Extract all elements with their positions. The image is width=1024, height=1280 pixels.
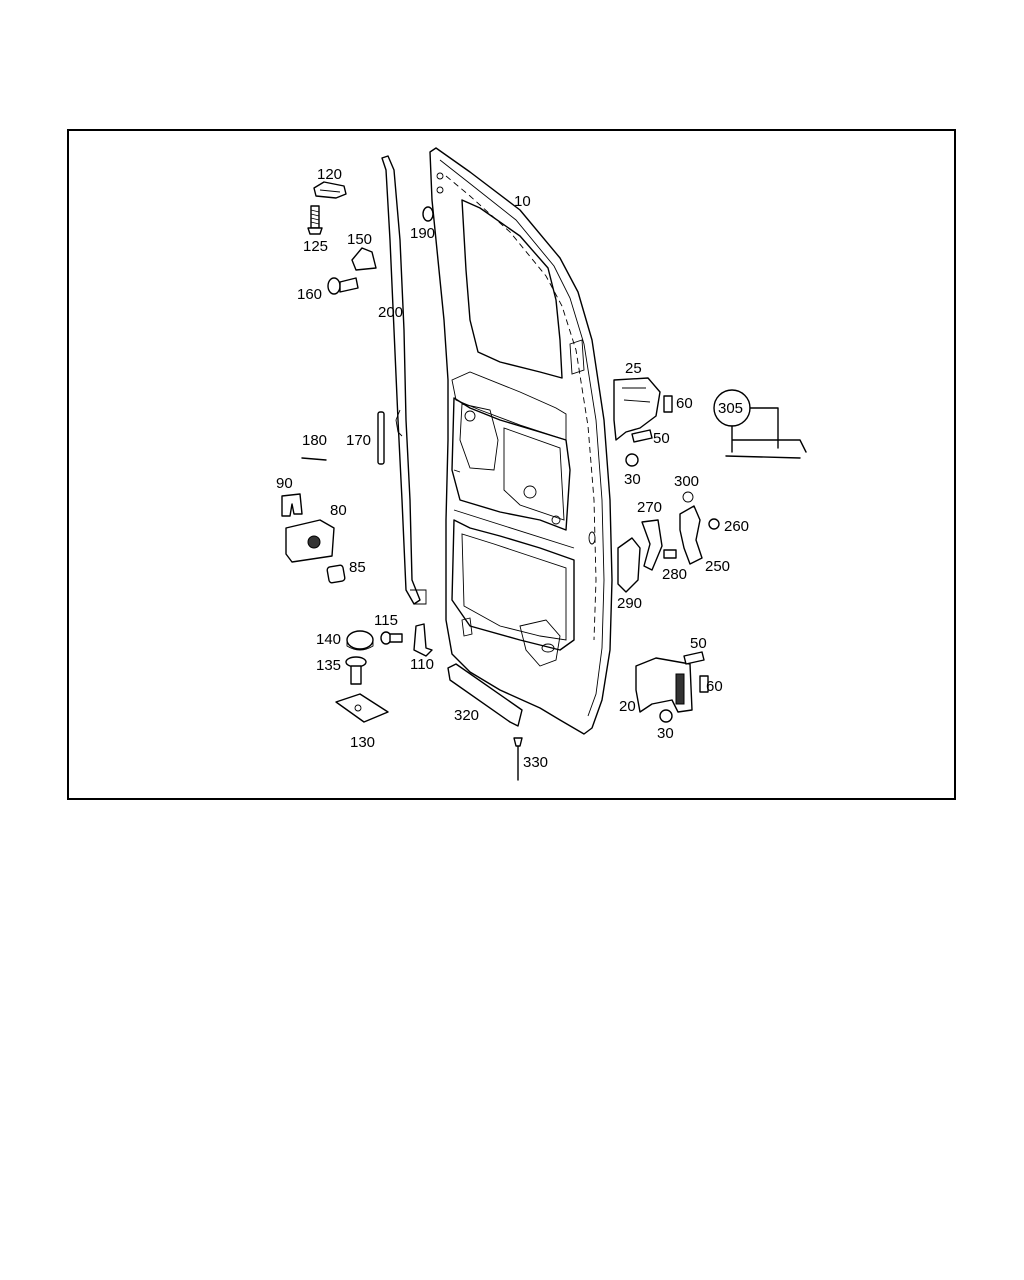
label-270: 270 bbox=[637, 499, 662, 516]
bracket-part bbox=[281, 493, 303, 517]
label-110: 110 bbox=[410, 656, 434, 673]
pin-part bbox=[301, 457, 327, 461]
label-120: 120 bbox=[317, 166, 342, 183]
label-85: 85 bbox=[349, 559, 366, 576]
label-80: 80 bbox=[330, 502, 347, 519]
label-115: 115 bbox=[374, 612, 398, 629]
bolt-50-upper bbox=[631, 429, 653, 443]
grommet-part bbox=[422, 206, 434, 222]
label-260: 260 bbox=[724, 518, 749, 535]
latch-270 bbox=[641, 519, 663, 571]
bolt-part bbox=[307, 205, 323, 235]
bolt-50-lower bbox=[683, 651, 705, 665]
label-140: 140 bbox=[316, 631, 341, 648]
label-50-upper: 50 bbox=[653, 430, 670, 447]
label-280: 280 bbox=[662, 566, 687, 583]
label-90: 90 bbox=[276, 475, 293, 492]
door-panel bbox=[429, 147, 613, 735]
label-30-upper: 30 bbox=[624, 471, 641, 488]
label-250: 250 bbox=[705, 558, 730, 575]
label-50-lower: 50 bbox=[690, 635, 707, 652]
callout-labels: 10 120 125 150 160 190 200 170 180 90 80… bbox=[276, 166, 749, 771]
label-10: 10 bbox=[514, 193, 531, 210]
angle-bracket-part bbox=[413, 623, 433, 657]
kit-305 bbox=[713, 389, 807, 459]
label-320: 320 bbox=[454, 707, 479, 724]
label-130: 130 bbox=[350, 734, 375, 751]
nut-30-lower bbox=[659, 709, 673, 723]
lower-hinge-part bbox=[635, 657, 709, 713]
lock-250 bbox=[679, 505, 720, 565]
plate-part bbox=[335, 693, 389, 723]
ring-300 bbox=[682, 491, 694, 503]
upper-hinge-part bbox=[613, 377, 673, 441]
screw-280 bbox=[663, 549, 677, 559]
strip-part bbox=[377, 411, 385, 465]
cover-290 bbox=[617, 537, 641, 593]
nut-30-upper bbox=[625, 453, 639, 467]
clip-part bbox=[313, 181, 347, 199]
label-150: 150 bbox=[347, 231, 372, 248]
label-305: 305 bbox=[718, 400, 743, 417]
label-125: 125 bbox=[303, 238, 328, 255]
handle-box-part bbox=[285, 519, 335, 563]
diagram-frame bbox=[67, 129, 956, 800]
label-30-lower: 30 bbox=[657, 725, 674, 742]
screw-small-part bbox=[380, 631, 403, 645]
screw-part bbox=[327, 277, 359, 295]
label-330: 330 bbox=[523, 754, 548, 771]
label-180: 180 bbox=[302, 432, 327, 449]
pad-part bbox=[326, 564, 346, 584]
label-60-lower: 60 bbox=[706, 678, 723, 695]
label-20: 20 bbox=[619, 698, 636, 715]
label-190: 190 bbox=[410, 225, 435, 242]
label-300: 300 bbox=[674, 473, 699, 490]
label-200: 200 bbox=[378, 304, 403, 321]
label-60-upper: 60 bbox=[676, 395, 693, 412]
wedge-part bbox=[351, 247, 377, 271]
label-170: 170 bbox=[346, 432, 371, 449]
rail-part bbox=[447, 663, 523, 727]
seal-strip bbox=[381, 155, 427, 605]
label-290: 290 bbox=[617, 595, 642, 612]
label-25: 25 bbox=[625, 360, 642, 377]
bolt-large-part bbox=[345, 656, 367, 685]
rivet-part bbox=[513, 737, 523, 781]
cap-part bbox=[346, 630, 374, 651]
label-160: 160 bbox=[297, 286, 322, 303]
label-135: 135 bbox=[316, 657, 341, 674]
